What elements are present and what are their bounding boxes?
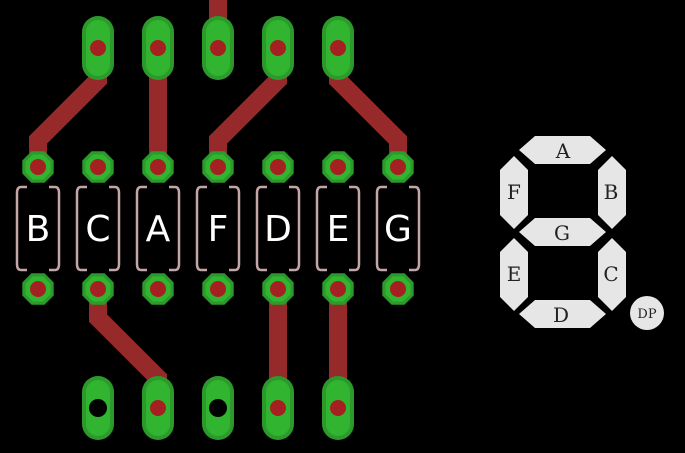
resistor-c: C — [75, 151, 121, 305]
resistor-g: G — [375, 151, 421, 305]
header-pads — [82, 16, 354, 440]
resistor-label: G — [384, 209, 412, 250]
header-pad-bottom — [142, 376, 174, 440]
header-pad-top — [82, 16, 114, 80]
segment-g-label: G — [554, 221, 570, 245]
resistor-b: B — [15, 151, 61, 305]
segment-e — [500, 238, 528, 311]
resistor-pad-bottom — [142, 273, 174, 305]
header-pad-bottom — [82, 376, 114, 440]
resistor-pad-bottom — [82, 273, 114, 305]
resistor-label: C — [85, 209, 110, 250]
segment-dp — [630, 296, 664, 330]
header-pad-top — [262, 16, 294, 80]
header-pad-top — [142, 16, 174, 80]
resistor-label: B — [26, 209, 51, 250]
resistor-a: A — [135, 151, 181, 305]
resistor-pad-top — [202, 151, 234, 183]
resistor-pad-bottom — [322, 273, 354, 305]
header-pad-bottom — [322, 376, 354, 440]
segment-c-label: C — [603, 262, 618, 286]
header-pad-top — [202, 16, 234, 80]
resistor-e: E — [315, 151, 361, 305]
header-pad-bottom — [262, 376, 294, 440]
segment-a-label: A — [555, 139, 571, 163]
segment-d-label: D — [553, 303, 569, 327]
resistor-pad-bottom — [22, 273, 54, 305]
resistor-label: D — [264, 209, 292, 250]
segment-c — [598, 238, 626, 311]
segment-f — [500, 156, 528, 229]
resistor-pad-top — [322, 151, 354, 183]
resistor-pad-top — [382, 151, 414, 183]
resistor-f: F — [195, 151, 241, 305]
resistor-label: A — [146, 209, 171, 250]
resistor-pad-bottom — [262, 273, 294, 305]
segment-e-label: E — [507, 262, 522, 286]
segment-a — [519, 136, 606, 164]
resistor-label: F — [208, 209, 229, 250]
header-pad-bottom — [202, 376, 234, 440]
segment-d — [519, 300, 606, 328]
resistor-pad-bottom — [202, 273, 234, 305]
segment-b — [598, 156, 626, 229]
resistor-pad-bottom — [382, 273, 414, 305]
segment-f-label: F — [507, 180, 521, 204]
segment-g — [519, 218, 606, 246]
resistor-pad-top — [142, 151, 174, 183]
header-pad-top — [322, 16, 354, 80]
resistor-pad-top — [22, 151, 54, 183]
resistor-d: D — [255, 151, 301, 305]
segment-b-label: B — [604, 180, 619, 204]
resistor-pad-top — [82, 151, 114, 183]
segment-dp-label: DP — [637, 307, 656, 322]
resistor-label: E — [327, 209, 350, 250]
resistor-pad-top — [262, 151, 294, 183]
seven-segment-display: A B C D E F G DP — [500, 136, 664, 330]
